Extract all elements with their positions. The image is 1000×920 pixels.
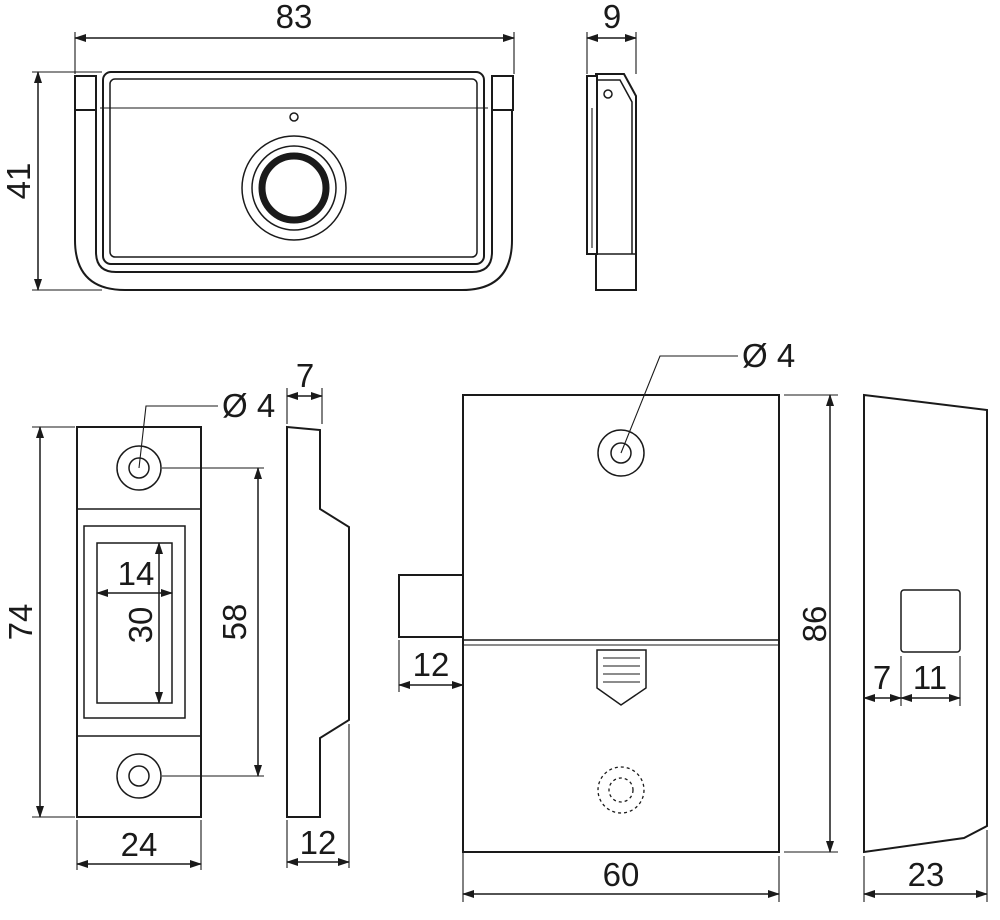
dim-strike-hole-pitch: 58 [162,467,264,777]
sensor-bezel [241,135,347,241]
dim-top-width: 83 [74,0,515,74]
dim-top-side-depth: 9 [586,0,637,74]
strike-plate-side-view [286,425,350,818]
dim-label-83: 83 [276,0,313,35]
dim-label-23: 23 [908,856,945,893]
dim-label-9: 9 [603,0,621,35]
dim-strike-side-top: 7 [286,357,323,424]
dim-strike-height: 74 [2,426,75,818]
dim-label-41: 41 [0,163,37,200]
dim-strike-window-height: 30 [122,542,163,704]
lock-body-front-view [398,394,780,853]
dim-lock-hole-dia: Ø 4 [620,337,795,454]
lock-bolt [398,574,464,638]
lock-mount-hole [597,429,645,477]
latch-indicator [596,649,647,706]
dim-lock-bolt-length: 12 [398,640,464,856]
dim-label-24: 24 [121,826,158,863]
dim-label-11: 11 [913,659,947,696]
dim-label-14: 14 [118,555,155,592]
dim-label-12-strike: 12 [300,824,337,861]
dim-top-height: 41 [0,71,102,291]
keypad-side-view [586,73,637,291]
strike-bottom-hole [116,753,162,799]
led-indicator [289,112,299,122]
dim-label-86: 86 [796,606,833,643]
lock-body-side-view [863,393,988,854]
dim-lock-side-offsets: 7 11 [863,656,961,706]
dim-label-strike-dia: Ø 4 [222,387,275,424]
side-bolt-window [900,589,961,653]
dim-label-lock-dia: Ø 4 [742,337,795,374]
dim-lock-height: 86 [784,394,838,853]
dim-lock-side-depth: 23 [863,830,988,902]
dim-strike-side-bottom: 12 [286,724,350,868]
dim-strike-width: 24 [76,820,202,870]
fingerprint-sensor-ring [258,152,330,224]
dim-label-30: 30 [122,607,159,644]
keypad-front-view [74,71,514,291]
dim-strike-hole-dia: Ø 4 [138,387,275,469]
dim-label-12-bolt: 12 [413,646,450,683]
dim-label-58: 58 [216,604,253,641]
dim-label-7-strike: 7 [296,357,314,394]
dim-strike-window-width: 14 [96,555,173,597]
dim-label-60: 60 [603,856,640,893]
dim-label-7-lock: 7 [873,659,891,696]
hidden-hole [597,766,645,814]
strike-plate-front-view [76,426,202,818]
dim-label-74: 74 [2,604,39,641]
strike-top-hole [116,445,162,491]
dim-lock-width: 60 [462,856,780,902]
